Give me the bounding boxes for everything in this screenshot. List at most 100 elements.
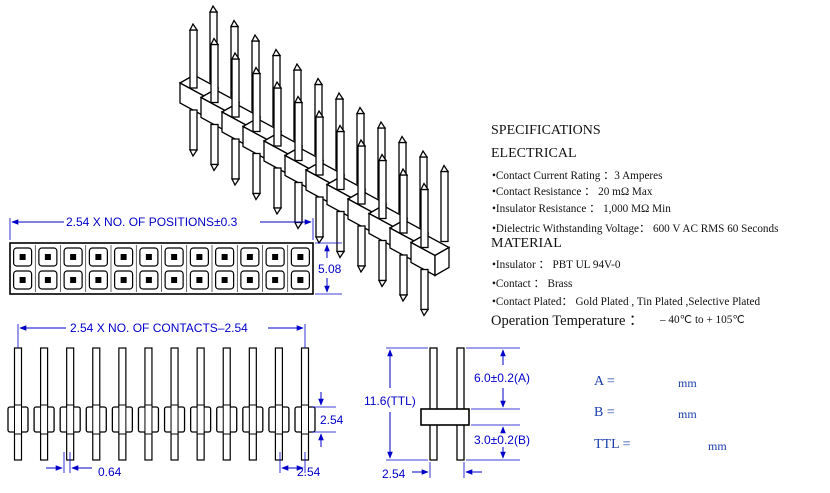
iso-front-pin <box>231 58 240 118</box>
front-pin <box>66 347 75 461</box>
side-b-label: 3.0±0.2(B) <box>474 433 530 447</box>
front-pin-through <box>66 404 75 435</box>
top-hole-pin <box>70 254 77 260</box>
iso-pin-tip <box>272 207 283 216</box>
top-view-height-label: 5.08 <box>318 262 342 276</box>
front-view-length-label: 2.54 X NO. OF CONTACTS–2.54 <box>70 321 248 335</box>
field-b-label: B = <box>594 405 615 420</box>
top-hole-pin <box>120 254 127 260</box>
top-hole-pin <box>196 254 203 260</box>
top-hole-pin <box>246 254 253 260</box>
iso-pin-tip <box>272 80 283 89</box>
iso-lower-pin <box>273 167 282 209</box>
top-hole-pin <box>221 277 228 283</box>
iso-pin-tip <box>209 37 220 46</box>
iso-pin-tip <box>398 167 409 176</box>
iso-pin-tip <box>230 51 241 60</box>
front-pin-through <box>144 404 153 435</box>
spec-contact-resistance: •Contact Resistance ： 20 mΩ Max <box>492 186 653 198</box>
top-hole-pin <box>297 254 304 260</box>
front-pin-through <box>92 404 101 435</box>
iso-lower-pin <box>189 109 198 151</box>
field-b-unit: mm <box>678 407 697 421</box>
iso-pin-tip <box>418 149 429 158</box>
field-a-unit: mm <box>678 376 697 390</box>
iso-lower-pin <box>315 196 324 238</box>
front-pin <box>274 347 284 461</box>
iso-pin-tip <box>209 163 220 172</box>
iso-front-pin <box>357 145 366 205</box>
iso-pin-tip <box>334 91 345 100</box>
iso-lower-pin <box>252 152 261 195</box>
iso-pin-tip <box>230 178 241 187</box>
iso-pin-tip <box>250 33 261 42</box>
front-view: 2.54 X NO. OF CONTACTS–2.54 2.54 0.64 2.… <box>7 321 344 479</box>
iso-pin-tip <box>397 135 408 144</box>
iso-pin-tip <box>292 62 303 71</box>
field-a-label: A = <box>594 374 615 389</box>
iso-pin-tip <box>208 4 219 13</box>
field-ttl-label: TTL = <box>594 437 631 452</box>
spec-dielectric-voltage: •Dielectric Withstanding Voltage： 600 V … <box>492 223 779 235</box>
front-pin <box>118 347 127 461</box>
top-hole-pin <box>272 254 279 260</box>
iso-pin-tip <box>335 250 346 259</box>
side-view: 11.6(TTL) 6.0±0.2(A) 3.0±0.2(B) 2.54 <box>364 347 530 481</box>
top-hole-pin <box>19 254 26 260</box>
iso-lower-pin <box>210 123 219 166</box>
front-pin-through <box>40 404 49 435</box>
top-hole-pin <box>120 277 127 283</box>
iso-pin-tip <box>355 106 366 115</box>
iso-pin-tip <box>398 294 409 303</box>
front-pin-through <box>196 404 205 435</box>
iso-pin-tip <box>271 48 282 57</box>
side-width-label: 2.54 <box>382 467 406 481</box>
iso-block-side <box>434 246 450 277</box>
side-pin-right <box>456 347 465 461</box>
iso-pin-tip <box>376 120 387 129</box>
top-hole-pin <box>145 254 152 260</box>
iso-lower-pin <box>231 138 240 180</box>
iso-pin-tip <box>439 164 450 173</box>
iso-pin-tip <box>188 149 199 158</box>
iso-pin-tip <box>251 66 262 75</box>
front-pin <box>170 347 179 461</box>
iso-pin-tip <box>251 192 262 201</box>
spec-contact-plated: •Contact Plated： Gold Plated , Tin Plate… <box>492 296 761 308</box>
front-pin <box>39 347 49 461</box>
iso-pin-tip <box>377 279 388 288</box>
operation-temperature-label: Operation Temperature ： <box>491 313 644 329</box>
top-view: 2.54 X NO. OF POSITIONS±0.3 5.08 <box>9 215 342 295</box>
front-pin-through <box>118 404 127 435</box>
side-pin-left <box>429 347 438 461</box>
top-hole-pin <box>95 254 102 260</box>
front-pin-through <box>14 404 22 435</box>
iso-lower-pin <box>378 239 387 282</box>
front-pin-through <box>170 404 179 435</box>
iso-pin-tip <box>377 153 388 162</box>
side-ttl-label: 11.6(TTL) <box>364 394 416 408</box>
top-hole-pin <box>19 277 26 283</box>
isometric-view <box>178 4 451 317</box>
iso-pin-tip <box>419 308 430 317</box>
iso-lower-pin <box>399 254 408 296</box>
iso-pin-tip <box>356 138 367 147</box>
iso-front-pin <box>189 29 198 89</box>
front-pin <box>196 347 205 461</box>
front-height-label: 2.54 <box>320 413 344 427</box>
iso-lower-pin <box>357 225 366 267</box>
iso-pin-tip <box>313 77 324 86</box>
front-pin <box>222 347 231 461</box>
top-hole-pin <box>246 277 253 283</box>
iso-pin-tip <box>293 221 304 230</box>
electrical-heading: ELECTRICAL <box>491 146 577 161</box>
front-pin-through <box>222 404 231 435</box>
front-pin <box>248 347 257 461</box>
iso-back-pin <box>440 170 449 243</box>
iso-pin-tip <box>314 109 325 118</box>
specifications-title: SPECIFICATIONS <box>491 123 601 138</box>
iso-front-pin <box>273 87 282 147</box>
side-insulator <box>420 408 470 426</box>
front-pin-through <box>248 404 257 435</box>
